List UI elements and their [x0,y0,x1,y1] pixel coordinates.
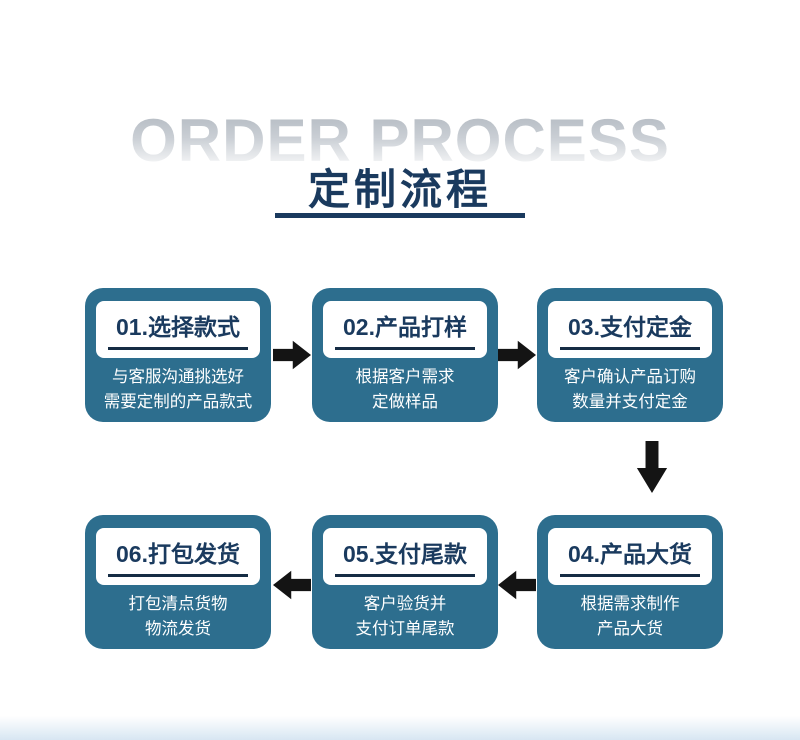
watermark-text: ORDER PROCESS [0,106,800,175]
step-card-06: 06.打包发货 打包清点货物 物流发货 [85,515,271,649]
step-title: 01.选择款式 [116,314,240,340]
arrow-right-icon [498,340,536,370]
step-description: 客户验货并 支付订单尾款 [312,592,498,642]
step-title: 05.支付尾款 [343,541,467,567]
step-title-underline [559,347,701,350]
step-description: 打包清点货物 物流发货 [85,592,271,642]
arrow-left-icon [498,570,536,600]
step-title-underline [334,347,476,350]
step-line: 打包清点货物 [128,595,228,613]
bottom-gradient [0,716,800,740]
step-title-badge: 04.产品大货 [548,528,712,585]
step-line: 需要定制的产品款式 [103,392,253,411]
step-line: 数量并支付定金 [572,392,688,411]
step-line: 定做样品 [372,392,438,411]
step-title: 03.支付定金 [568,314,692,340]
step-card-04: 04.产品大货 根据需求制作 产品大货 [537,515,723,649]
step-title-badge: 03.支付定金 [548,301,712,358]
step-title-underline [107,347,249,350]
step-line: 根据需求制作 [580,595,680,613]
step-description: 根据需求制作 产品大货 [537,592,723,642]
arrow-down-icon [636,441,668,493]
arrow-right-icon [273,340,311,370]
step-description: 根据客户需求 定做样品 [312,365,498,415]
step-line: 物流发货 [145,619,211,638]
step-title: 06.打包发货 [116,541,240,567]
step-line: 与客服沟通挑选好 [112,368,244,386]
step-line: 根据客户需求 [355,368,455,386]
step-title: 02.产品打样 [343,314,467,340]
step-title-underline [334,574,476,577]
step-description: 与客服沟通挑选好 需要定制的产品款式 [85,365,271,415]
step-line: 产品大货 [597,619,663,638]
step-line: 支付订单尾款 [355,619,455,638]
title-underline [275,213,525,218]
step-title-badge: 06.打包发货 [96,528,260,585]
step-card-03: 03.支付定金 客户确认产品订购 数量并支付定金 [537,288,723,422]
page-title: 定制流程 [307,166,492,213]
step-card-02: 02.产品打样 根据客户需求 定做样品 [312,288,498,422]
step-line: 客户确认产品订购 [564,368,696,386]
step-line: 客户验货并 [363,595,447,613]
step-description: 客户确认产品订购 数量并支付定金 [537,365,723,415]
step-title-badge: 01.选择款式 [96,301,260,358]
step-card-05: 05.支付尾款 客户验货并 支付订单尾款 [312,515,498,649]
step-title-badge: 05.支付尾款 [323,528,487,585]
arrow-left-icon [273,570,311,600]
step-card-01: 01.选择款式 与客服沟通挑选好 需要定制的产品款式 [85,288,271,422]
step-title: 04.产品大货 [568,541,692,567]
step-title-underline [107,574,249,577]
step-title-underline [559,574,701,577]
step-title-badge: 02.产品打样 [323,301,487,358]
